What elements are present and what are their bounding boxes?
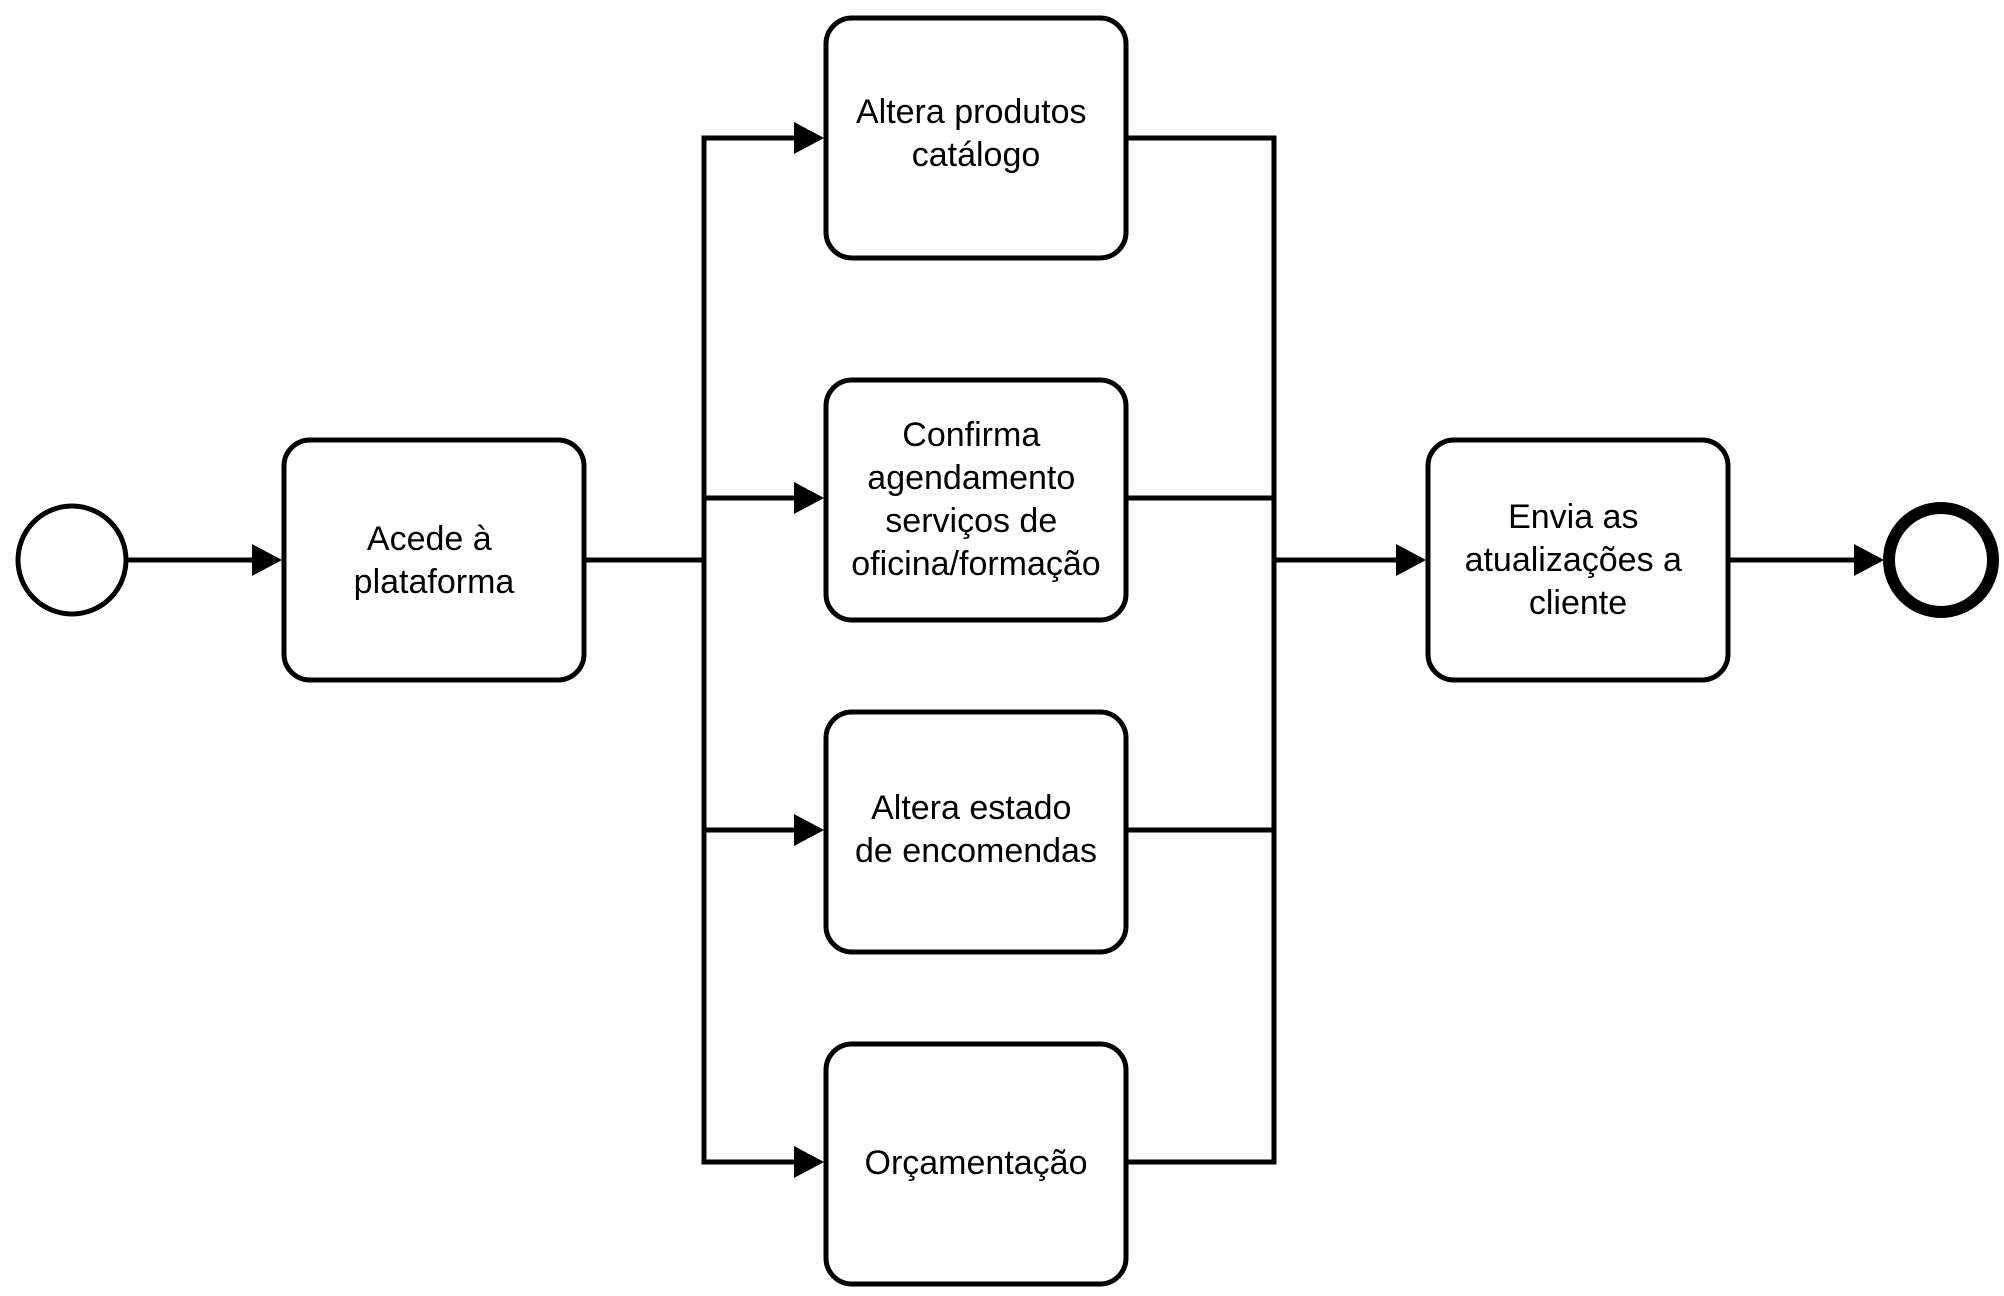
task-envia-line-2: atualizações a: [1465, 541, 1682, 579]
task-acede-line-1: Acede à: [367, 520, 492, 558]
task-altera-produtos-line-1: Altera produtos: [856, 93, 1087, 131]
task-altera-produtos-line-2: catálogo: [912, 136, 1041, 174]
task-acede: Acede à plataforma: [281, 437, 587, 683]
task-confirma-line-2: agendamento: [867, 459, 1075, 497]
task-orcamentacao-label: Orçamentação: [865, 1144, 1088, 1182]
flow-envia-to-end-arrow-icon: [1854, 544, 1884, 576]
task-confirma-line-4: oficina/formação: [851, 545, 1100, 583]
start-event-icon: [15, 503, 129, 617]
flow-split-to-orcamentacao-arrow-icon: [794, 1146, 824, 1178]
flow-join-to-envia-arrow-icon: [1396, 544, 1426, 576]
task-acede-label: Acede à plataforma: [354, 520, 515, 601]
task-altera-produtos: Altera produtos catálogo: [823, 15, 1129, 261]
end-event-icon: [1883, 502, 1999, 618]
task-orcamentacao: Orçamentação: [823, 1041, 1129, 1287]
flow-start-to-acede-arrow-icon: [252, 544, 282, 576]
task-confirma: Confirma agendamento serviços de oficina…: [823, 377, 1129, 623]
task-envia-label: Envia as atualizações a cliente: [1465, 498, 1692, 622]
task-altera-estado-line-1: Altera estado: [871, 789, 1071, 827]
task-confirma-label: Confirma agendamento serviços de oficina…: [851, 416, 1100, 583]
task-confirma-line-1: Confirma: [902, 416, 1040, 454]
task-acede-line-2: plataforma: [354, 563, 515, 601]
task-orcamentacao-line-1: Orçamentação: [865, 1144, 1088, 1182]
task-confirma-line-3: serviços de: [885, 502, 1057, 540]
flow-split-to-altera-produtos-arrow-icon: [794, 122, 824, 154]
flow-split-to-confirma-arrow-icon: [794, 482, 824, 514]
sequence-flows: [125, 122, 1884, 1178]
task-altera-estado-line-2: de encomendas: [855, 832, 1097, 870]
task-envia-line-3: cliente: [1529, 584, 1627, 622]
task-altera-estado-label: Altera estado de encomendas: [855, 789, 1097, 870]
task-altera-produtos-label: Altera produtos catálogo: [856, 93, 1096, 174]
flow-split-to-altera-estado-arrow-icon: [794, 814, 824, 846]
task-envia: Envia as atualizações a cliente: [1425, 437, 1731, 683]
task-altera-estado: Altera estado de encomendas: [823, 709, 1129, 955]
task-envia-line-1: Envia as: [1508, 498, 1638, 536]
